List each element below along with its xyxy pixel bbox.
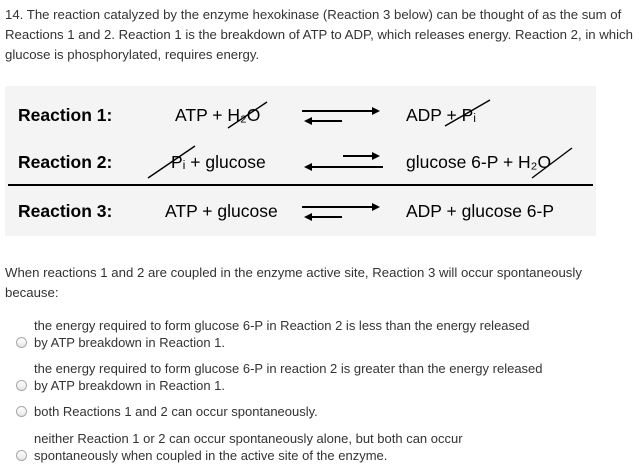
reaction-2-left: Pᵢ + glucose <box>171 152 266 172</box>
strikethrough-pi-2 <box>147 145 196 179</box>
option-2-text: the energy required to form glucose 6-P … <box>34 361 554 394</box>
option-1-line2: by ATP breakdown in Reaction 1. <box>34 334 226 350</box>
reaction-1-left: ATP + H₂O <box>175 105 260 125</box>
option-3-line1: both Reactions 1 and 2 can occur spontan… <box>34 404 318 419</box>
option-3-text: both Reactions 1 and 2 can occur spontan… <box>34 404 554 421</box>
reverse-arrowhead-1 <box>304 117 312 125</box>
option-4-text: neither Reaction 1 or 2 can occur sponta… <box>34 431 554 464</box>
prompt-text: When reactions 1 and 2 are coupled in th… <box>5 265 582 300</box>
strikethrough-h2o-1 <box>227 101 268 129</box>
question-text: 14. The reaction catalyzed by the enzyme… <box>5 7 633 62</box>
forward-arrowhead-2 <box>372 152 380 160</box>
forward-arrowhead-1 <box>372 107 380 115</box>
option-1-line1: the energy required to form glucose 6-P … <box>34 318 530 333</box>
reaction-equations-diagram: Reaction 1: ATP + H₂O ADP + Pᵢ Reaction … <box>8 99 593 221</box>
strikethrough-pi-1 <box>444 99 491 127</box>
option-2-line1: the energy required to form glucose 6-P … <box>34 361 543 376</box>
option-4-line2: spontaneously when coupled in the active… <box>34 447 388 463</box>
reverse-arrowhead-3 <box>304 213 312 221</box>
forward-arrowhead-3 <box>372 203 380 211</box>
radio-button-4[interactable] <box>16 450 27 461</box>
option-2-line2: by ATP breakdown in Reaction 1. <box>34 377 226 393</box>
reaction-1-label: Reaction 1: <box>18 105 112 125</box>
reaction-3-label: Reaction 3: <box>18 201 112 221</box>
radio-button-2[interactable] <box>16 380 27 391</box>
reaction-2-right: glucose 6-P + H₂O <box>406 152 551 172</box>
reaction-3-right: ADP + glucose 6-P <box>406 201 554 221</box>
reaction-3-left: ATP + glucose <box>165 201 278 221</box>
strikethrough-h2o-2 <box>531 147 573 179</box>
radio-button-1[interactable] <box>16 337 27 348</box>
option-1-text: the energy required to form glucose 6-P … <box>34 318 554 351</box>
reaction-2-label: Reaction 2: <box>18 152 112 172</box>
reaction-1-right: ADP + Pᵢ <box>406 105 476 125</box>
option-4-line1: neither Reaction 1 or 2 can occur sponta… <box>34 431 463 446</box>
reverse-arrowhead-2 <box>304 163 312 171</box>
reaction-figure: Reaction 1: ATP + H₂O ADP + Pᵢ Reaction … <box>5 86 596 236</box>
radio-button-3[interactable] <box>16 406 27 417</box>
